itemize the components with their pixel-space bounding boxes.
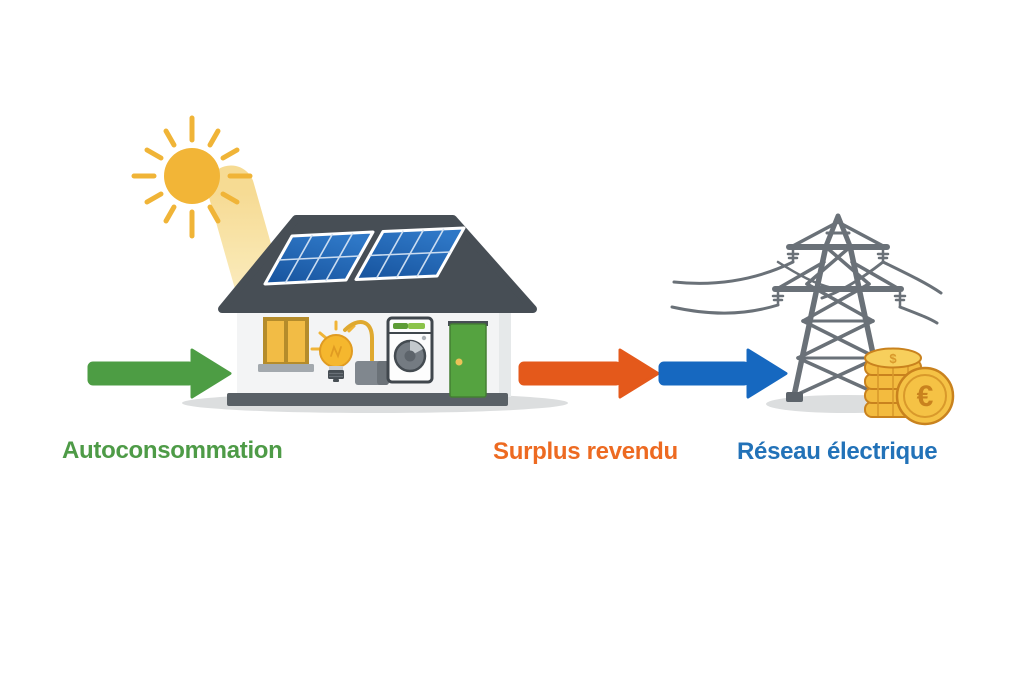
surplus-arrow (518, 348, 660, 399)
grid-arrow (658, 348, 788, 399)
label-autoconsommation: Autoconsommation (62, 437, 283, 464)
sun-icon (131, 115, 253, 239)
window-sill (258, 364, 314, 372)
insulators (771, 248, 907, 309)
euro-coin-icon: € (895, 366, 955, 426)
solar-panel-icon (263, 226, 466, 286)
door-knob (455, 358, 463, 366)
wall-shading (499, 303, 511, 397)
washing-machine-icon (386, 316, 434, 384)
door-icon (448, 321, 488, 398)
label-surplus-revendu: Surplus revendu (493, 438, 678, 465)
house-foundation (227, 393, 508, 406)
window-icon (258, 317, 314, 372)
power-cable (343, 320, 374, 362)
sun-rays (131, 115, 253, 239)
plug-icon (355, 361, 389, 385)
label-reseau-electrique: Réseau électrique (737, 438, 938, 465)
house-icon (218, 215, 537, 406)
dollar-symbol: $ (889, 351, 897, 366)
euro-symbol: € (917, 380, 934, 413)
lightbulb-icon (310, 320, 356, 382)
self-consumption-arrow (87, 348, 232, 399)
